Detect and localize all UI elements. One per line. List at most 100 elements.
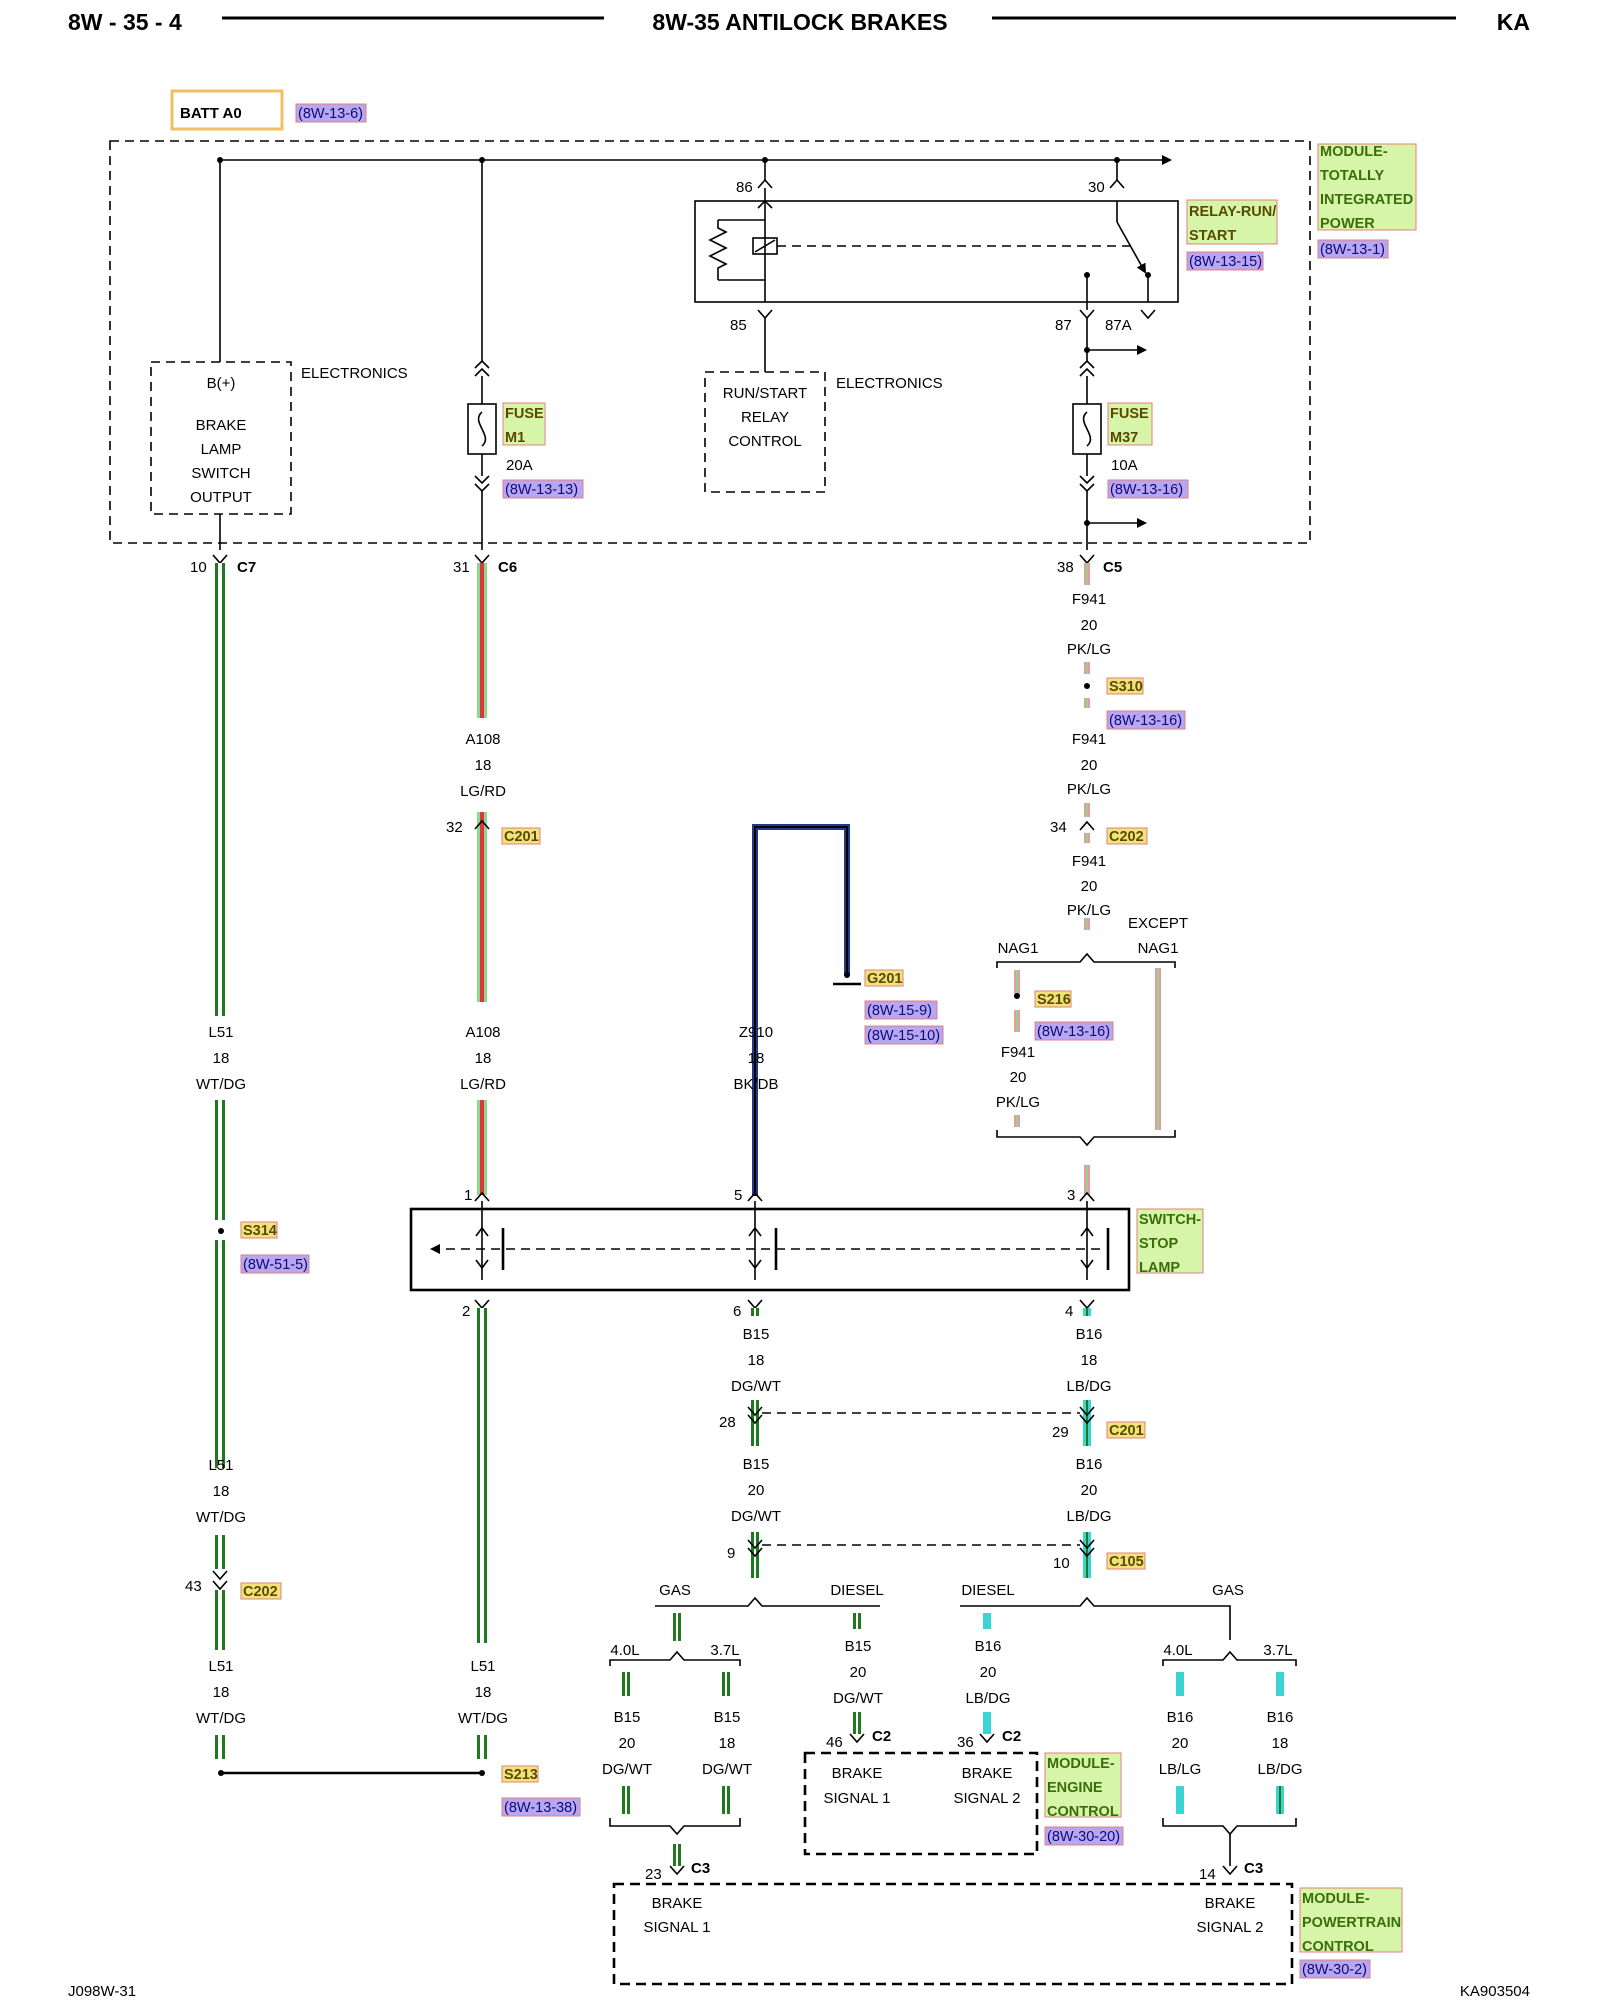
fuse-m1-ref[interactable]: (8W-13-13) <box>505 482 578 498</box>
b16-37-gauge: 18 <box>1272 1735 1289 1752</box>
pcm-label-3: CONTROL <box>1302 1939 1374 1955</box>
switch-pin-2-connector <box>474 1299 490 1310</box>
page-number: 8W - 35 - 4 <box>68 9 182 35</box>
s216-tag[interactable] <box>1034 990 1072 1008</box>
nag1-merge-bracket <box>996 1130 1176 1147</box>
g201-ref1-tag[interactable] <box>864 1000 938 1020</box>
pcm-pin-23: 23 <box>645 1866 662 1883</box>
switch-pin-1: 1 <box>464 1187 472 1204</box>
b16-40-gauge: 20 <box>1172 1735 1189 1752</box>
c105-name[interactable]: C105 <box>1109 1554 1144 1570</box>
pcm-label-1: MODULE- <box>1302 1891 1370 1907</box>
fuse-m37-l1: FUSE <box>1110 406 1149 422</box>
c201b-b16-connector <box>1079 1406 1095 1425</box>
s216-ref[interactable]: (8W-13-16) <box>1037 1024 1110 1040</box>
f941-3-gauge: 20 <box>1081 878 1098 895</box>
g201-ref1[interactable]: (8W-15-9) <box>867 1003 932 1019</box>
ecm-label-box <box>1044 1752 1122 1818</box>
c7-connector <box>212 554 228 565</box>
c7-pin: 10 <box>190 559 207 576</box>
brake-output-l2: LAMP <box>201 441 242 458</box>
a108-2-color: LG/RD <box>460 1076 506 1093</box>
relay-ref-tag[interactable] <box>1186 251 1264 271</box>
batt-ref-tag[interactable] <box>295 103 367 123</box>
switch-pin-1-connector <box>474 1191 490 1202</box>
switch-pin-3-connector <box>1079 1191 1095 1202</box>
fuse-m1-ref-tag[interactable] <box>502 479 584 499</box>
s213-tag[interactable] <box>501 1765 539 1783</box>
s310-ref[interactable]: (8W-13-16) <box>1109 713 1182 729</box>
model-code: KA <box>1497 9 1530 35</box>
s213-name[interactable]: S213 <box>504 1767 538 1783</box>
g201-tag[interactable] <box>864 969 904 987</box>
b16-37-color: LB/DG <box>1257 1761 1302 1778</box>
c201a-name[interactable]: C201 <box>504 829 539 845</box>
s310-tag[interactable] <box>1106 677 1144 695</box>
tipm-label-1: MODULE- <box>1320 144 1388 160</box>
s314-ref[interactable]: (8W-51-5) <box>243 1257 308 1273</box>
a108-2-gauge: 18 <box>475 1050 492 1067</box>
f941-4-code: F941 <box>1001 1044 1035 1061</box>
c105-tag[interactable] <box>1106 1552 1146 1570</box>
fuse-m37-ref[interactable]: (8W-13-16) <box>1110 482 1183 498</box>
relay-coil-top <box>757 199 773 209</box>
c201b-tag[interactable] <box>1106 1421 1146 1439</box>
ecm-ref[interactable]: (8W-30-20) <box>1047 1829 1120 1845</box>
g201-ref2-tag[interactable] <box>864 1025 944 1045</box>
b15-option-40l: 4.0L <box>610 1642 639 1659</box>
run-start-l2: RELAY <box>741 409 789 426</box>
pcm-ref[interactable]: (8W-30-2) <box>1302 1962 1367 1978</box>
g201-ref2[interactable]: (8W-15-10) <box>867 1028 940 1044</box>
fuse-m1-amps: 20A <box>506 457 533 474</box>
c105-pin2: 10 <box>1053 1555 1070 1572</box>
b16-diesel-gauge: 20 <box>980 1664 997 1681</box>
batt-ref[interactable]: (8W-13-6) <box>298 106 363 122</box>
g201-name[interactable]: G201 <box>867 971 902 987</box>
s213-ref[interactable]: (8W-13-38) <box>504 1800 577 1816</box>
pcm-ref-tag[interactable] <box>1299 1959 1371 1979</box>
b16-diesel-code: B16 <box>975 1638 1002 1655</box>
c105-b15-connector <box>747 1539 763 1558</box>
relay-ref[interactable]: (8W-13-15) <box>1189 254 1262 270</box>
switch-pin-6-connector <box>747 1299 763 1310</box>
b15-engine-bracket <box>609 1650 741 1666</box>
fuse-m37-ref-tag[interactable] <box>1107 479 1189 499</box>
c201a-tag[interactable] <box>501 827 541 845</box>
switch-pin-4-connector <box>1079 1299 1095 1310</box>
relay-87a-contact <box>1145 272 1151 278</box>
c201b-name[interactable]: C201 <box>1109 1423 1144 1439</box>
pcm-pin-23-connector <box>669 1865 685 1876</box>
wire-z910-core <box>754 826 848 1196</box>
c202b-tag[interactable] <box>240 1582 282 1600</box>
s310-name[interactable]: S310 <box>1109 679 1143 695</box>
switch-contact-arrows <box>748 1226 762 1270</box>
c202a-tag[interactable] <box>1106 827 1148 845</box>
relay-pin-86: 86 <box>736 179 753 196</box>
brake-output-bplus: B(+) <box>207 375 236 392</box>
s216-ref-tag[interactable] <box>1034 1021 1114 1041</box>
s314-splice <box>218 1228 224 1234</box>
fuse-m1-top-connector <box>474 359 490 377</box>
tipm-ref[interactable]: (8W-13-1) <box>1320 242 1385 258</box>
tipm-ref-tag[interactable] <box>1317 239 1389 259</box>
s216-name[interactable]: S216 <box>1037 992 1071 1008</box>
c202a-name[interactable]: C202 <box>1109 829 1144 845</box>
b16-option-37l: 3.7L <box>1263 1642 1292 1659</box>
f941-2-color: PK/LG <box>1067 781 1111 798</box>
c202b-name[interactable]: C202 <box>243 1584 278 1600</box>
c5-connector <box>1079 554 1095 565</box>
s314-name[interactable]: S314 <box>243 1223 277 1239</box>
s310-ref-tag[interactable] <box>1106 710 1186 730</box>
b16-40-color: LB/LG <box>1159 1761 1202 1778</box>
z910-gauge: 18 <box>748 1050 765 1067</box>
wire-a108 <box>477 563 487 1195</box>
ecm-ref-tag[interactable] <box>1044 1826 1124 1846</box>
tipm-label-4: POWER <box>1320 216 1375 232</box>
s213-ref-tag[interactable] <box>501 1797 581 1817</box>
batt-label: BATT A0 <box>180 105 242 122</box>
s314-tag[interactable] <box>240 1221 278 1239</box>
relay-pin-85: 85 <box>730 317 747 334</box>
s314-ref-tag[interactable] <box>240 1254 310 1274</box>
l51-1-gauge: 18 <box>213 1050 230 1067</box>
tipm-label-box <box>1317 143 1417 231</box>
